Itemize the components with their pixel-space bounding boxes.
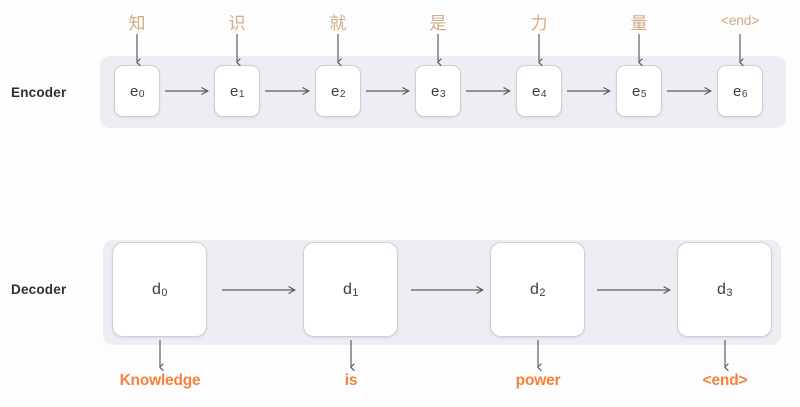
- decoder-output-token-1: is: [344, 372, 358, 389]
- encoder-cell-1-index: 1: [238, 88, 245, 100]
- decoder-row-label: Decoder: [11, 282, 67, 297]
- encoder-input-token-1: 识: [228, 14, 246, 33]
- encoder-input-token-3: 是: [429, 14, 447, 33]
- decoder-cell-0-base: d: [152, 280, 161, 298]
- encoder-cell-5-index: 5: [640, 88, 647, 100]
- decoder-cell-1-base: d: [343, 280, 352, 298]
- encoder-input-token-4: 力: [530, 14, 548, 33]
- encoder-row-label: Encoder: [11, 85, 67, 100]
- encoder-cell-3-base: e: [430, 82, 440, 100]
- decoder-output-token-2: power: [515, 372, 561, 389]
- decoder-cell-1-index: 1: [352, 286, 359, 299]
- encoder-cell-4-base: e: [531, 82, 541, 100]
- encoder-cell-1-base: e: [229, 82, 239, 100]
- decoder-cell-3-base: d: [717, 280, 726, 298]
- encoder-cell-4-index: 4: [540, 88, 547, 100]
- encoder-cell-5-base: e: [631, 82, 641, 100]
- decoder-output-token-3: <end>: [702, 372, 748, 389]
- encoder-cell-2-base: e: [330, 82, 340, 100]
- encoder-input-token-5: 量: [630, 14, 648, 33]
- decoder-output-token-0: Knowledge: [119, 372, 201, 389]
- encoder-input-token-2: 就: [329, 14, 347, 33]
- decoder-cell-0-index: 0: [161, 286, 168, 299]
- encoder-cell-6-index: 6: [741, 88, 748, 100]
- encoder-input-token-6: <end>: [720, 12, 760, 28]
- encoder-input-token-0: 知: [128, 14, 146, 33]
- decoder-cell-2-index: 2: [539, 286, 546, 299]
- decoder-cell-3-index: 3: [726, 286, 733, 299]
- encoder-cell-3-index: 3: [439, 88, 446, 100]
- decoder-cell-2-base: d: [530, 280, 539, 298]
- encoder-cell-2-index: 2: [339, 88, 346, 100]
- encoder-cell-6-base: e: [732, 82, 742, 100]
- encoder-cell-0-index: 0: [138, 88, 145, 100]
- encoder-cell-0-base: e: [129, 82, 139, 100]
